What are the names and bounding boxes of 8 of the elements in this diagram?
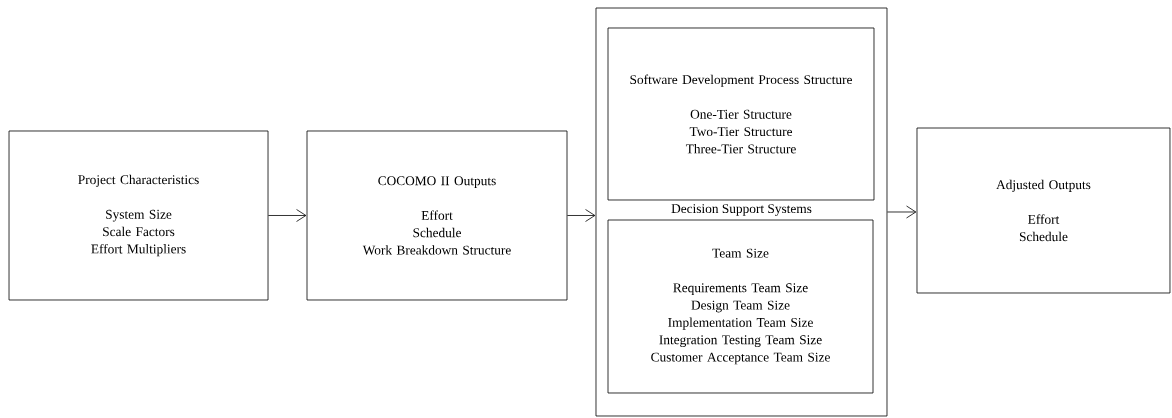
- arrow: [887, 205, 917, 219]
- structure-box: Software Development Process Structure One-Tier Structure Two-Tier Structure Three-Tier Structure: [607, 27, 875, 201]
- output-box: COCOMO II Outputs Effort Schedule Work Breakdown Structure: [306, 130, 568, 301]
- team-size-box: Team Size Requirements Team Size Design Team Size Implementation Team Size Integration Testing Team Size Customer Acceptance Team Size: [607, 219, 874, 394]
- result-box: Adjusted Outputs Effort Schedule: [916, 127, 1171, 294]
- arrow: [567, 209, 596, 222]
- input-box: Project Characteristics System Size Scale Factors Effort Multipliers: [8, 130, 269, 301]
- arrow: [268, 209, 307, 222]
